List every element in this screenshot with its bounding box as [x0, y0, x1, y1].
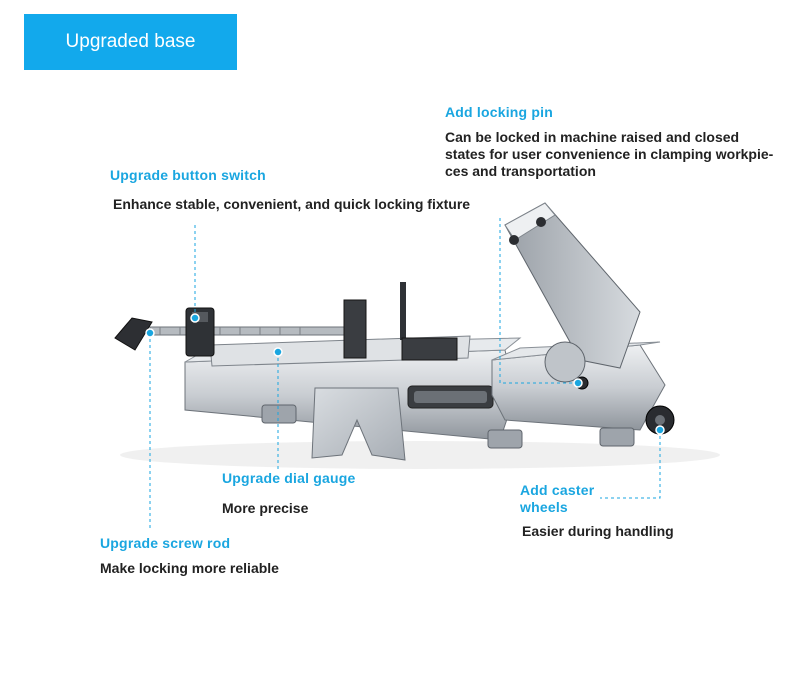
- section-badge: Upgraded base: [24, 14, 237, 70]
- dial-gauge-desc: More precise: [222, 500, 309, 516]
- button-switch-title: Upgrade button switch: [110, 167, 266, 183]
- screw-rod-title: Upgrade screw rod: [100, 535, 231, 551]
- button-switch-desc: Enhance stable, convenient, and quick lo…: [113, 196, 471, 212]
- ground-shadow: [120, 441, 720, 469]
- screw-rod-desc: Make locking more reliable: [100, 560, 279, 576]
- button-switch-clamp: [185, 307, 215, 357]
- badge-label: Upgraded base: [65, 31, 196, 52]
- fences: [343, 282, 458, 361]
- callout-dots: [145, 313, 665, 435]
- locking-pin-title: Add locking pin: [445, 104, 553, 120]
- saw-arm: [504, 202, 641, 390]
- caster-wheel: [599, 405, 675, 447]
- callout-lines: [149, 218, 661, 528]
- dial-gauge-title: Upgrade dial gauge: [222, 470, 356, 486]
- locking-pin-desc: Can be locked in machine raised and clos…: [445, 129, 774, 179]
- caster-wheels-desc: Easier during handling: [522, 523, 674, 539]
- caster-wheels-title: Add caster wheels: [520, 482, 595, 515]
